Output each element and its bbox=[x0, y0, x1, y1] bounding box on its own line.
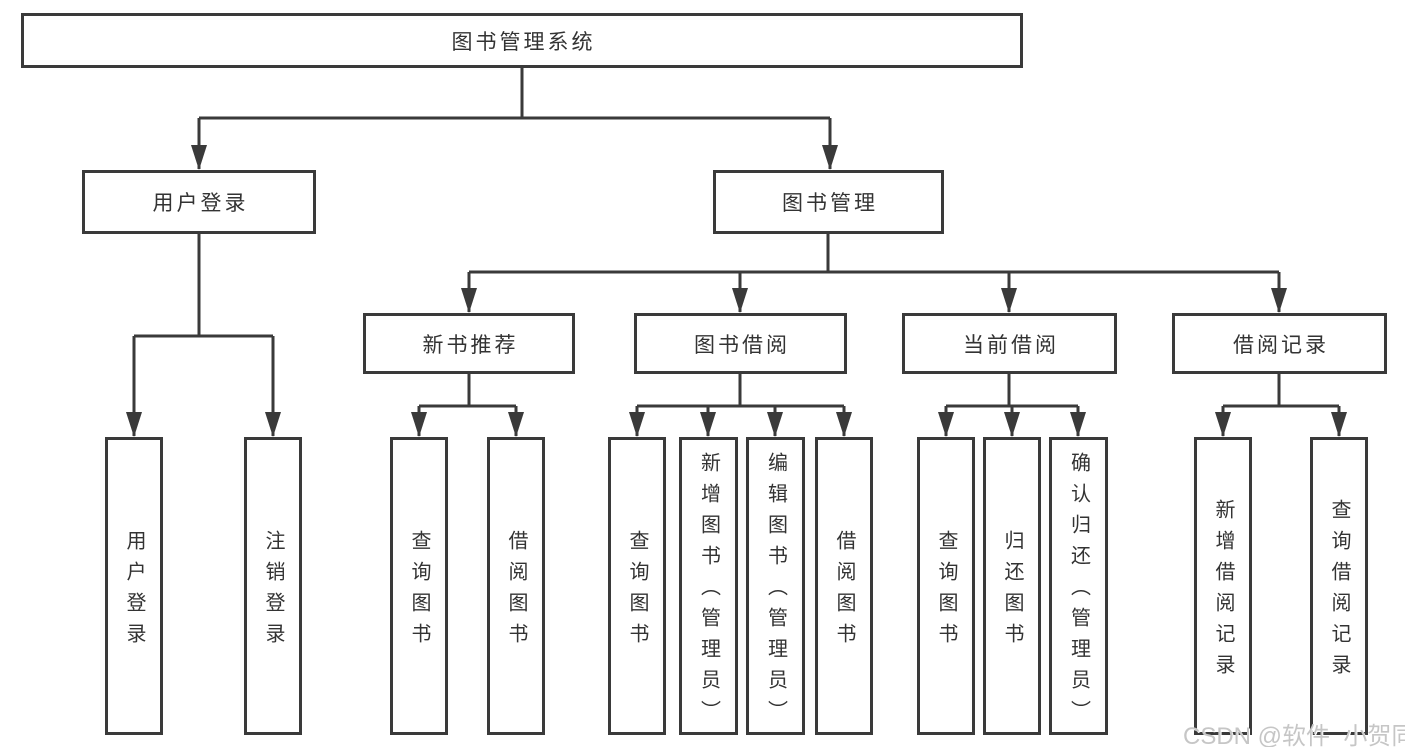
leaf-confirm-return-admin: 确认归还（管理员） bbox=[1049, 437, 1108, 735]
connector-book-management-children bbox=[461, 234, 1287, 313]
leaf-logout: 注销登录 bbox=[244, 437, 302, 735]
connector-new-book-recommend-children bbox=[411, 374, 524, 437]
leaf-label: 借阅图书 bbox=[505, 529, 527, 654]
node-borrow-records: 借阅记录 bbox=[1172, 313, 1387, 374]
leaf-label: 借阅图书 bbox=[833, 529, 855, 654]
connector-book-borrow-children bbox=[629, 374, 852, 437]
leaf-user-login: 用户登录 bbox=[105, 437, 163, 735]
connector-root-to-level2 bbox=[191, 68, 838, 170]
leaf-label: 注销登录 bbox=[262, 529, 284, 654]
leaf-borrow-books: 借阅图书 bbox=[815, 437, 873, 735]
node-book-borrow: 图书借阅 bbox=[634, 313, 847, 374]
leaf-add-borrow-record: 新增借阅记录 bbox=[1194, 437, 1252, 735]
leaf-edit-books-admin: 编辑图书（管理员） bbox=[746, 437, 805, 735]
connector-user-login-children bbox=[126, 234, 281, 437]
node-book-management: 图书管理 bbox=[713, 170, 944, 234]
leaf-label: 确认归还（管理员） bbox=[1067, 452, 1090, 731]
node-current-borrow: 当前借阅 bbox=[902, 313, 1117, 374]
leaf-label: 查询图书 bbox=[408, 529, 430, 654]
leaf-label: 编辑图书（管理员） bbox=[764, 452, 787, 731]
leaf-label: 查询图书 bbox=[626, 529, 648, 654]
leaf-label: 查询借阅记录 bbox=[1328, 498, 1350, 685]
leaf-borrow-books-recommend: 借阅图书 bbox=[487, 437, 545, 735]
node-root-system: 图书管理系统 bbox=[21, 13, 1023, 68]
leaf-query-borrow-record: 查询借阅记录 bbox=[1310, 437, 1368, 735]
leaf-query-books-borrow: 查询图书 bbox=[608, 437, 666, 735]
leaf-label: 归还图书 bbox=[1001, 529, 1023, 654]
node-user-login: 用户登录 bbox=[82, 170, 316, 234]
leaf-label: 新增图书（管理员） bbox=[697, 452, 720, 731]
csdn-watermark: CSDN @软件_小贺同学 bbox=[1183, 723, 1405, 747]
leaf-add-books-admin: 新增图书（管理员） bbox=[679, 437, 738, 735]
leaf-return-books: 归还图书 bbox=[983, 437, 1041, 735]
leaf-label: 新增借阅记录 bbox=[1212, 498, 1234, 685]
connector-current-borrow-children bbox=[938, 374, 1086, 437]
node-new-book-recommend: 新书推荐 bbox=[363, 313, 575, 374]
connector-borrow-records-children bbox=[1215, 374, 1347, 437]
leaf-label: 用户登录 bbox=[123, 529, 145, 654]
leaf-query-books-current: 查询图书 bbox=[917, 437, 975, 735]
leaf-label: 查询图书 bbox=[935, 529, 957, 654]
leaf-query-books-recommend: 查询图书 bbox=[390, 437, 448, 735]
